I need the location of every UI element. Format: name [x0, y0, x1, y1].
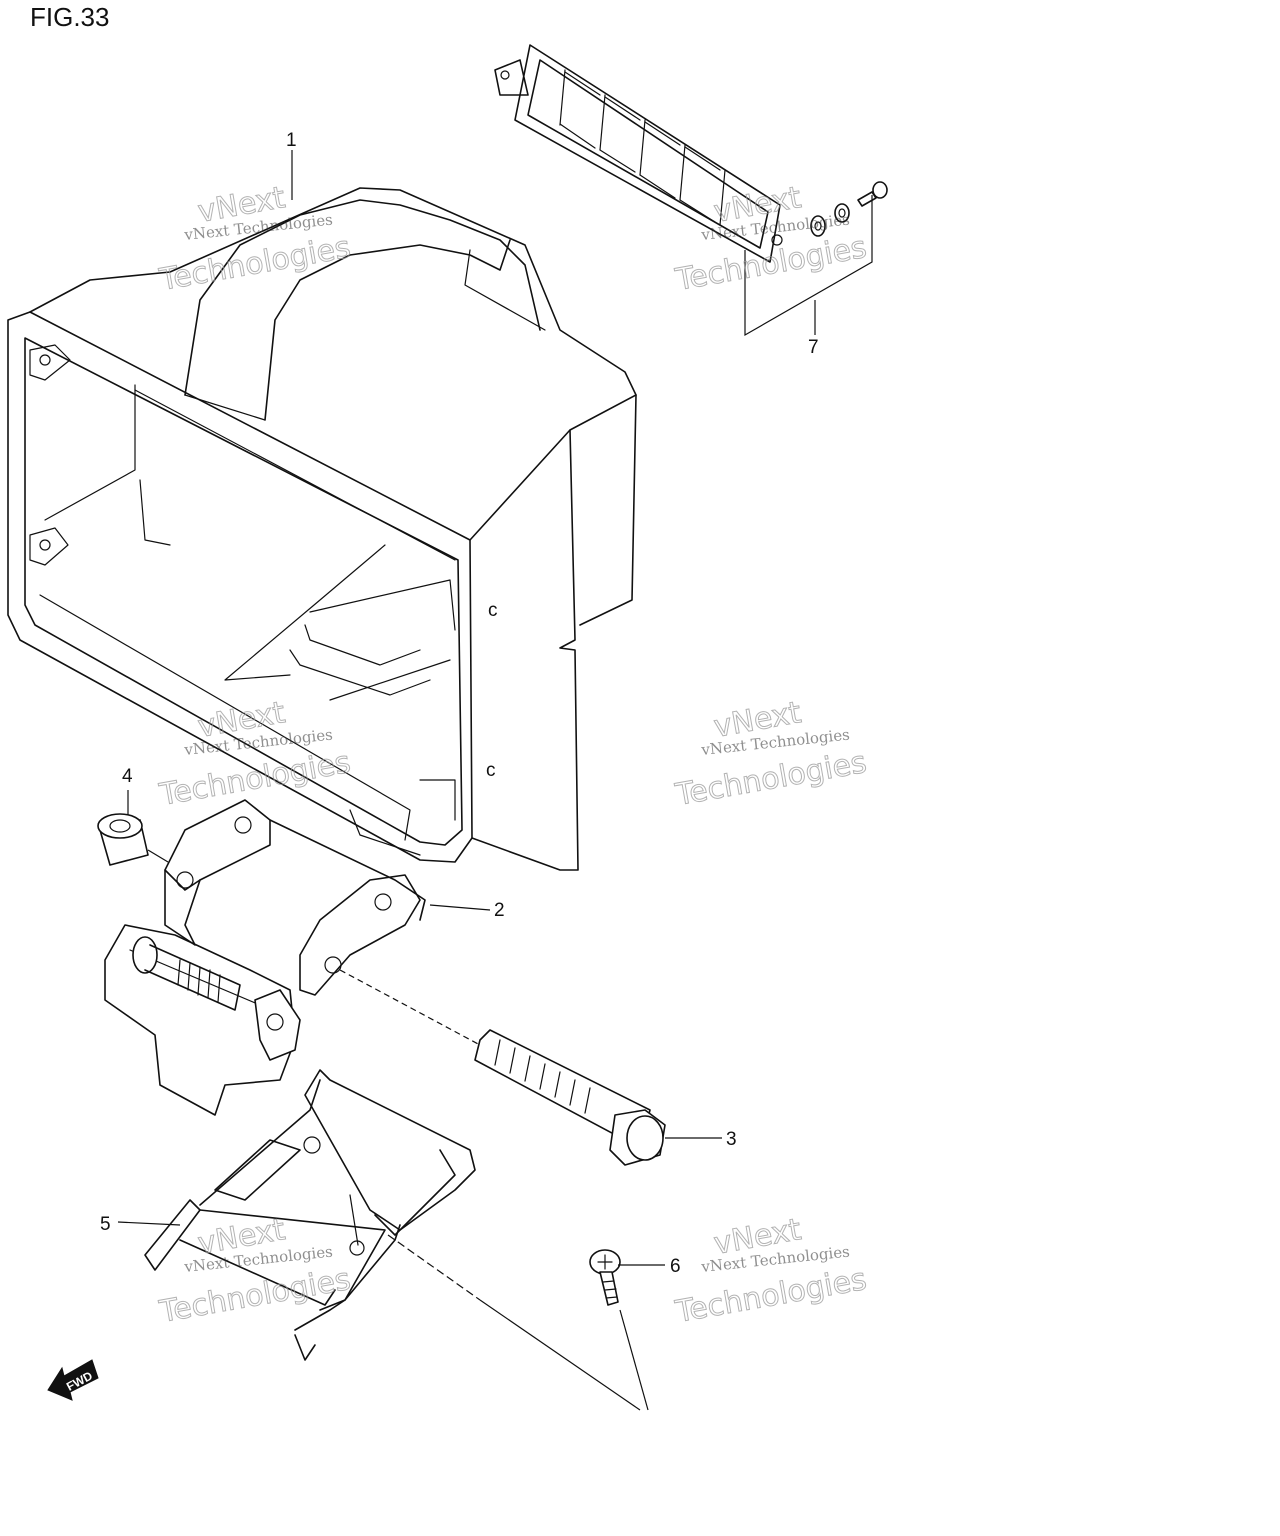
figure-title: FIG.33 [30, 2, 110, 32]
watermark-top-left: vNext Technologies vNext Technologies [156, 180, 354, 299]
part-7-grille [494, 44, 783, 263]
part-6-screw [589, 1249, 665, 1411]
watermark-middle-left: vNext Technologies vNext Technologies [156, 695, 354, 814]
part-3-bolt [339, 969, 722, 1166]
callout-labels: 1 2 3 4 5 6 7 [100, 130, 819, 1277]
callout-6: 6 [670, 1256, 681, 1277]
watermark-middle-right: vNext Technologies vNext Technologies [672, 695, 870, 814]
part-2-hinge-bracket [164, 799, 426, 996]
part-7-screw-set [810, 181, 888, 237]
callout-leaders [127, 150, 873, 911]
callout-5: 5 [100, 1214, 111, 1235]
clip-mark-lower: c [486, 760, 496, 781]
part-5-catch-plate [117, 1069, 641, 1411]
watermark-bottom-right: vNext Technologies vNext Technologies [672, 1212, 870, 1331]
fwd-direction-marker: FWD [47, 1359, 99, 1401]
callout-2: 2 [494, 900, 505, 921]
callout-7: 7 [808, 337, 819, 358]
callout-3: 3 [726, 1129, 737, 1150]
callout-1: 1 [286, 130, 297, 151]
part-4-collar [97, 813, 169, 866]
part-1-case: c c [7, 187, 637, 871]
callout-4: 4 [122, 766, 133, 787]
latch-assembly [104, 924, 301, 1116]
clip-mark-upper: c [488, 600, 498, 621]
